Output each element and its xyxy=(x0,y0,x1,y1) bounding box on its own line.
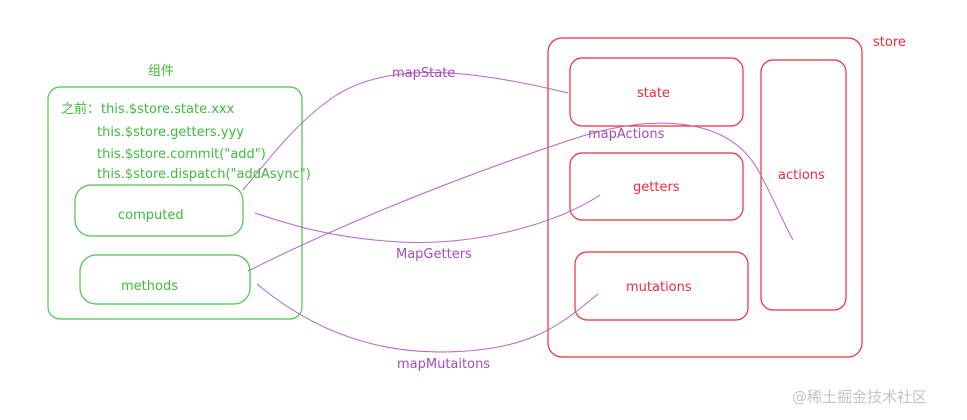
component-line-getters: this.$store.getters.yyy xyxy=(97,125,244,140)
state-label: state xyxy=(637,86,670,101)
store-title: store xyxy=(873,35,906,50)
component-before-label: 之前： xyxy=(61,101,100,117)
state-box xyxy=(569,57,744,127)
computed-label: computed xyxy=(118,208,184,223)
computed-box xyxy=(74,184,244,237)
map-getters-label: MapGetters xyxy=(396,247,472,262)
getters-label: getters xyxy=(633,180,680,195)
map-state-curve xyxy=(242,72,569,191)
mutations-box xyxy=(574,251,749,321)
component-line-state: this.$store.state.xxx xyxy=(101,102,235,117)
store-box xyxy=(547,37,863,358)
map-mutations-curve xyxy=(256,283,599,353)
watermark: @稀土掘金技术社区 xyxy=(792,388,927,406)
actions-box xyxy=(760,59,847,311)
methods-box xyxy=(79,254,251,305)
map-actions-label: mapActions xyxy=(588,127,665,142)
component-line-commit: this.$store.commit("add") xyxy=(97,147,266,162)
map-state-label: mapState xyxy=(392,66,455,81)
map-actions-curve xyxy=(247,122,794,272)
methods-label: methods xyxy=(121,279,178,294)
component-title: 组件 xyxy=(148,64,174,79)
actions-label: actions xyxy=(778,168,825,183)
component-box xyxy=(47,86,303,320)
map-mutations-label: mapMutaitons xyxy=(397,357,490,372)
mutations-label: mutations xyxy=(626,280,692,295)
getters-box xyxy=(569,152,744,221)
map-getters-curve xyxy=(254,194,601,243)
component-line-dispatch: this.$store.dispatch("addAsync") xyxy=(97,167,311,182)
